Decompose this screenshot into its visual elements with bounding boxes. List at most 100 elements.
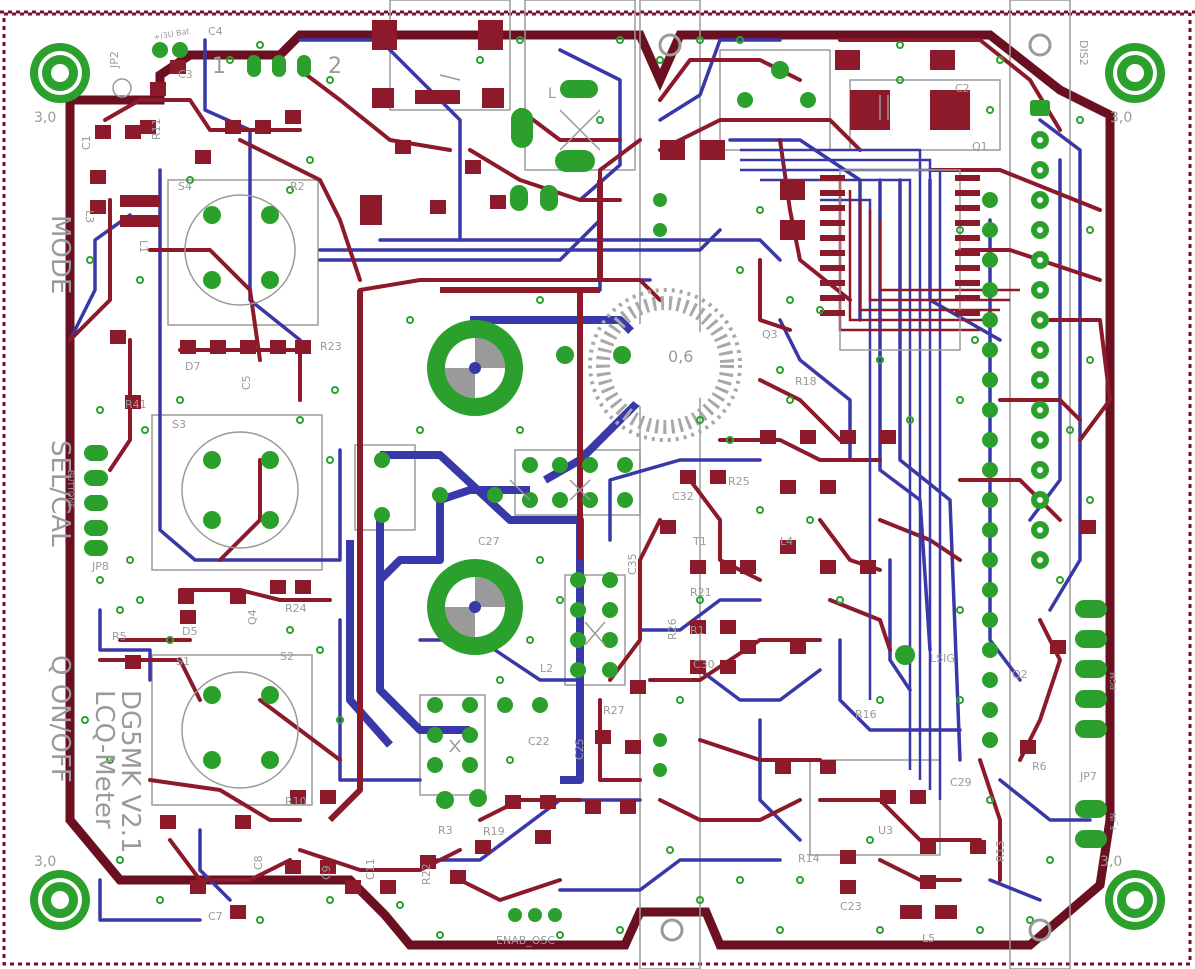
ref-l4: L4 (780, 535, 793, 548)
ref-c4: C4 (208, 25, 223, 38)
ref-jp2: JP2 (108, 51, 121, 69)
ref-r24: R24 (285, 602, 307, 615)
ref-t1: T1 (692, 535, 707, 548)
board-edge (65, 30, 1115, 950)
ref-c9: C9 (320, 865, 333, 880)
ref-dis2: DIS2 (1077, 40, 1090, 66)
ref-d7: D7 (185, 360, 200, 373)
ref-r11: R11 (150, 118, 163, 140)
vias (81, 36, 1094, 939)
display-header-pads (982, 100, 1050, 748)
corner-label-tl: 3,0 (34, 110, 56, 126)
ref-c3: C3 (178, 68, 193, 81)
ref-r10: R10 (285, 795, 307, 808)
ref-c1: C1 (80, 135, 93, 150)
mounting-hole-tr (1105, 43, 1165, 103)
ref-q2: Q2 (1012, 668, 1028, 681)
ref-u3: U3 (878, 824, 893, 837)
ref-c11: C11 (364, 858, 377, 880)
ref-c27: C27 (478, 535, 500, 548)
ref-r26: R26 (666, 618, 679, 640)
data-bus-traces (740, 148, 942, 800)
ref-c5: C5 (240, 375, 253, 390)
toroid-label: 0,6 (668, 347, 693, 366)
ref-c2: C2 (955, 82, 970, 95)
switch-s3 (181, 431, 299, 549)
ref-r19: R19 (483, 825, 505, 838)
mounting-hole-br (1105, 870, 1165, 930)
ref-l5: L5 (922, 932, 935, 945)
smd-pads (90, 20, 1096, 919)
ind-label: L (548, 86, 556, 102)
ref-c22: C22 (528, 735, 550, 748)
version-label: DG5MK V2.1 (115, 690, 145, 854)
ref-c23: C23 (840, 900, 862, 913)
buttons-header-pads (84, 445, 108, 556)
ref-s1: S1 (176, 655, 190, 668)
ref-jp8: JP8 (91, 560, 109, 573)
ref-r5: R5 (112, 630, 127, 643)
display-header-holes (1037, 137, 1043, 563)
big-capacitor-top (427, 320, 523, 416)
ref-c8: C8 (252, 855, 265, 870)
header-top-pads (247, 55, 311, 77)
ref-q3: Q3 (762, 328, 778, 341)
ref-s2: S2 (280, 650, 294, 663)
ref-r22: R22 (420, 863, 433, 885)
ref-c25: C25 (573, 738, 586, 760)
pgm-header-pads (1075, 600, 1107, 848)
ref-l3: L3 (83, 210, 96, 223)
header-label-1: 1 (212, 54, 226, 79)
ref-l2: L2 (540, 662, 553, 675)
board-outline-dashed (2, 12, 1192, 966)
ref-q1: Q1 (972, 140, 988, 153)
mounting-hole-tl (30, 43, 90, 103)
ref-r41: R41 (125, 398, 147, 411)
ref-r6: R6 (1032, 760, 1047, 773)
ref-s4: S4 (178, 180, 192, 193)
ref-c29: C29 (950, 776, 972, 789)
buttons-connector-label: BUTTONS (66, 470, 75, 508)
mode-label: MODE (45, 215, 75, 294)
ref-r13: R13 (994, 840, 1007, 862)
q-on-off-label: Q ON/OFF (45, 655, 75, 783)
lsig-label: LSIG (930, 652, 955, 665)
mounting-hole-bl (30, 870, 90, 930)
mcu-ic (820, 169, 980, 351)
f-in-label: F_IN (1109, 813, 1118, 830)
th-pads (152, 42, 915, 922)
product-label: LCQ-Meter (89, 690, 119, 829)
ref-r18: R18 (795, 375, 817, 388)
board-slots (658, 33, 1052, 942)
ref-q4: Q4 (246, 609, 259, 625)
top-copper-power-loop (327, 180, 603, 823)
silk-symbols (112, 74, 889, 753)
ref-r2: R2 (290, 180, 305, 193)
switch-s4 (184, 194, 296, 306)
enab-osc-label: ENAB_OSC (496, 934, 555, 947)
ref-c35: C35 (626, 553, 639, 575)
ref-r3: R3 (438, 824, 453, 837)
big-capacitor-bottom (427, 559, 523, 655)
toroid-inductor (588, 288, 742, 442)
ref-r1: R1 (690, 624, 705, 637)
ref-s3: S3 (172, 418, 186, 431)
ref-jp7: JP7 (1079, 770, 1097, 783)
ref-d5: D5 (182, 625, 197, 638)
component-reference-labels: JP2 C1 R11 C3 L3 L1 S4 R2 C2 C4 C5 D7 R2… (80, 25, 1097, 945)
switch-s1 (181, 671, 299, 789)
sel-cal-label: SEL/CAL (45, 440, 75, 547)
ref-l1: L1 (137, 240, 150, 253)
ref-c32: C32 (672, 490, 694, 503)
ref-r27: R27 (603, 704, 625, 717)
corner-label-tr: 3,0 (1110, 110, 1132, 126)
ref-r14: R14 (798, 852, 820, 865)
header-label-2: 2 (328, 54, 342, 79)
corner-label-bl: 3,0 (34, 854, 56, 870)
bat-label: +/3U Bat (153, 27, 190, 42)
ref-c30: C30 (693, 658, 715, 671)
ref-r25: R25 (728, 475, 750, 488)
oval-pads (510, 80, 598, 211)
ref-r23: R23 (320, 340, 342, 353)
